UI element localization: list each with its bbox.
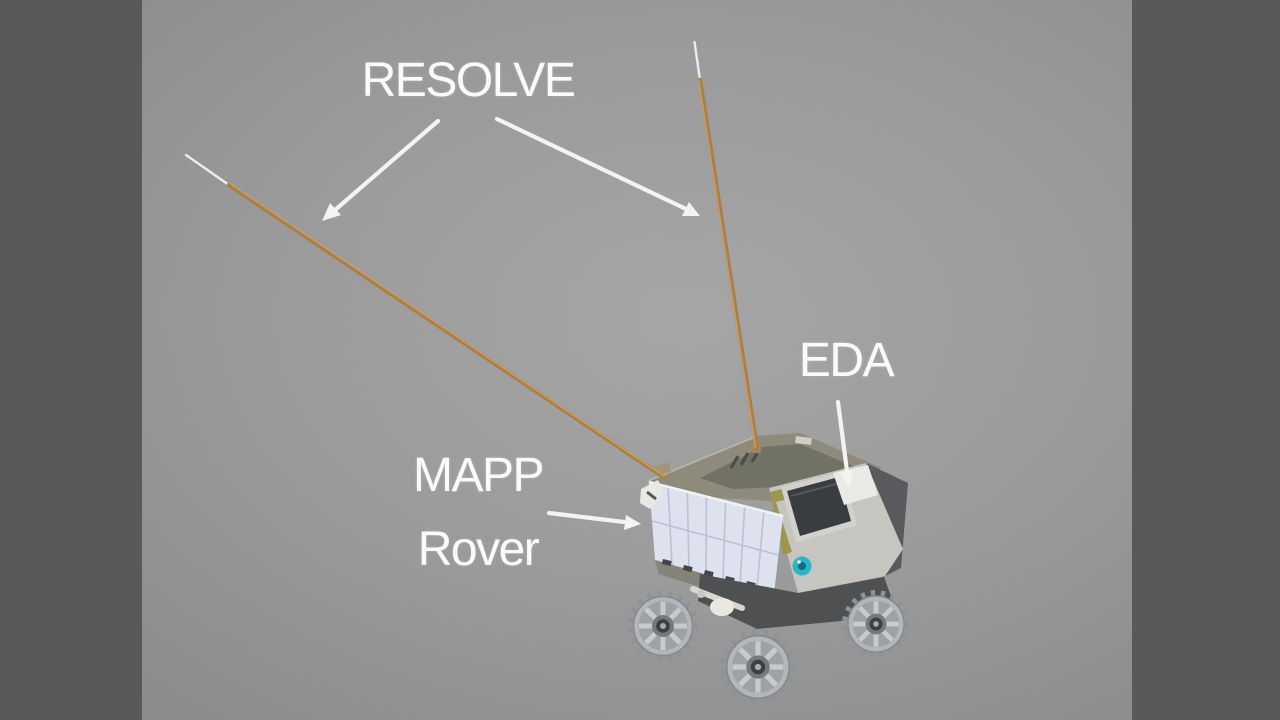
under-body <box>698 574 892 629</box>
eda-arrow <box>835 399 854 487</box>
label-mapp-line2: Rover <box>417 523 540 576</box>
rover-wheel-front <box>723 632 793 702</box>
label-mapp-line1: MAPP <box>412 449 545 502</box>
label-mapp-rover: MAPP Rover <box>388 439 568 587</box>
arrowhead <box>840 470 854 487</box>
resolve-antennas <box>184 40 760 481</box>
mapp-rover-arrow <box>546 510 641 530</box>
arrowhead <box>682 202 700 216</box>
rover-wheel-right <box>845 593 908 656</box>
rover-diagram-backdrop <box>142 0 1132 720</box>
left-letterbox-bar <box>0 0 142 720</box>
resolve-arrow-right <box>494 116 700 216</box>
eda-window-glass <box>787 477 851 536</box>
arrowhead <box>322 203 341 221</box>
steering-linkage <box>690 586 745 616</box>
antenna-left <box>226 182 668 481</box>
solar-panel-grid <box>651 486 779 590</box>
antenna-right-tip <box>693 40 702 82</box>
antenna-left-highlight <box>229 182 665 477</box>
teal-component <box>792 556 812 576</box>
antenna-right-highlight <box>697 79 757 448</box>
arrowhead <box>624 515 641 530</box>
callout-arrows <box>322 116 854 530</box>
label-eda: EDA <box>798 334 895 387</box>
rover-body <box>640 463 908 629</box>
antenna-right <box>697 77 760 452</box>
right-letterbox-bar <box>1132 0 1280 720</box>
rover-wheel-left <box>630 593 696 659</box>
antenna-left-tip <box>184 153 231 187</box>
resolve-arrow-left <box>322 118 441 221</box>
label-resolve: RESOLVE <box>361 54 576 107</box>
